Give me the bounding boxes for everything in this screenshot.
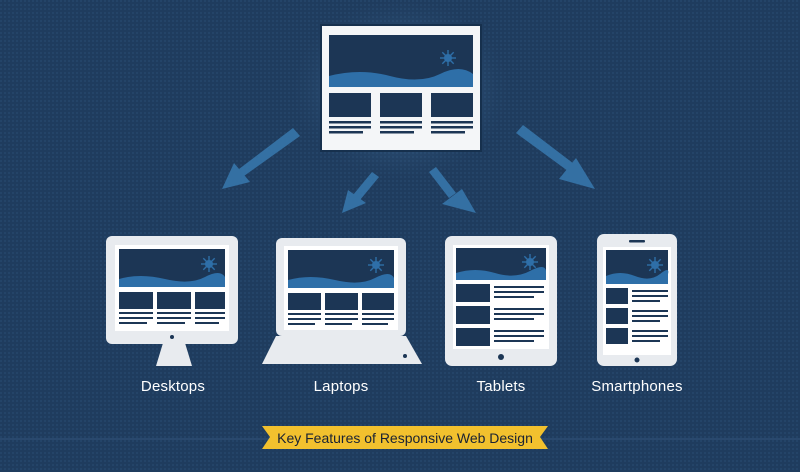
label-smartphones: Smartphones: [591, 378, 683, 395]
arrow-to-tablets: [429, 167, 476, 213]
arrow-to-smartphones: [516, 125, 595, 189]
label-desktops: Desktops: [140, 378, 206, 395]
label-laptops: Laptops: [313, 378, 369, 395]
tablet-device: [445, 236, 557, 366]
smartphone-device: [597, 234, 677, 366]
laptop-device: [262, 238, 422, 364]
arrow-to-laptops: [342, 172, 379, 213]
label-tablets: Tablets: [476, 378, 526, 395]
source-wireframe: [320, 24, 482, 152]
arrow-to-desktops: [222, 128, 300, 189]
banner-ribbon: [262, 426, 548, 449]
sun-icon: [439, 49, 457, 67]
desktop-device: [106, 236, 238, 366]
arrows: [222, 125, 595, 213]
banner-title: Key Features of Responsive Web Design: [277, 430, 533, 446]
